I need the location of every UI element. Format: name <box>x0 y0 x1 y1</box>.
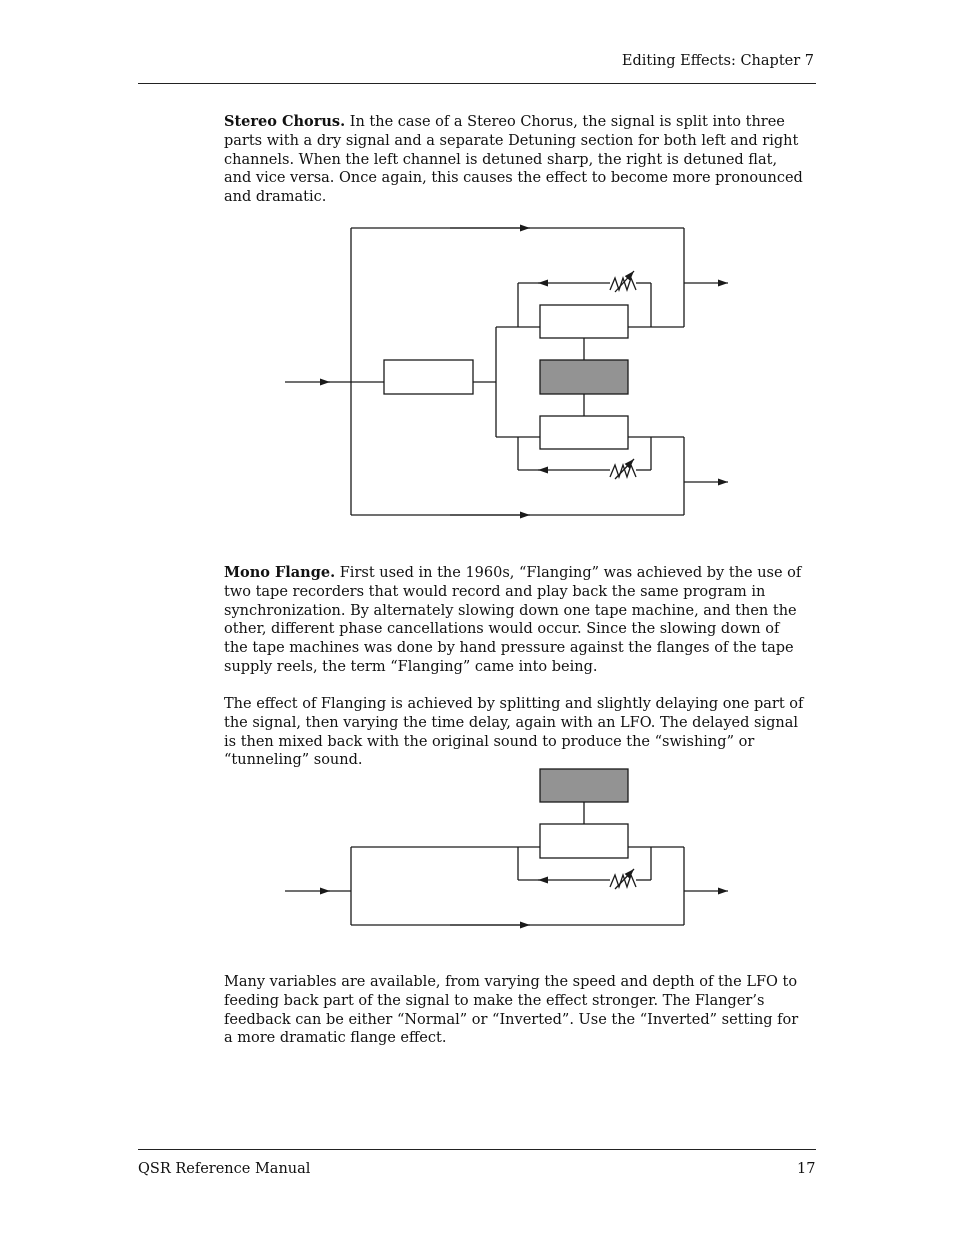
variables-paragraph: Many variables are available, from varyi… <box>224 974 799 1047</box>
flanging-effect-paragraph: The effect of Flanging is achieved by sp… <box>224 696 804 769</box>
footer-rule <box>138 1149 816 1150</box>
lfo-block <box>539 359 629 395</box>
left-delay-block <box>539 304 629 339</box>
stereo-chorus-heading: Stereo Chorus. <box>224 113 346 130</box>
delay-block <box>539 823 629 859</box>
mono-flange-heading: Mono Flange. <box>224 564 336 581</box>
stereo-chorus-paragraph: Stereo Chorus. In the case of a Stereo C… <box>224 113 806 207</box>
footer-manual-title: QSR Reference Manual <box>138 1161 311 1177</box>
input-block <box>383 359 474 395</box>
header-title: Editing Effects: Chapter 7 <box>621 53 814 69</box>
stereo-chorus-text: In the case of a Stereo Chorus, the sign… <box>224 114 803 206</box>
header-rule <box>138 83 816 84</box>
right-delay-block <box>539 415 629 450</box>
page-number: 17 <box>797 1161 816 1177</box>
mono-flange-paragraph: Mono Flange. First used in the 1960s, “F… <box>224 564 806 677</box>
lfo-block <box>539 768 629 803</box>
mono-flange-text: First used in the 1960s, “Flanging” was … <box>224 565 802 675</box>
